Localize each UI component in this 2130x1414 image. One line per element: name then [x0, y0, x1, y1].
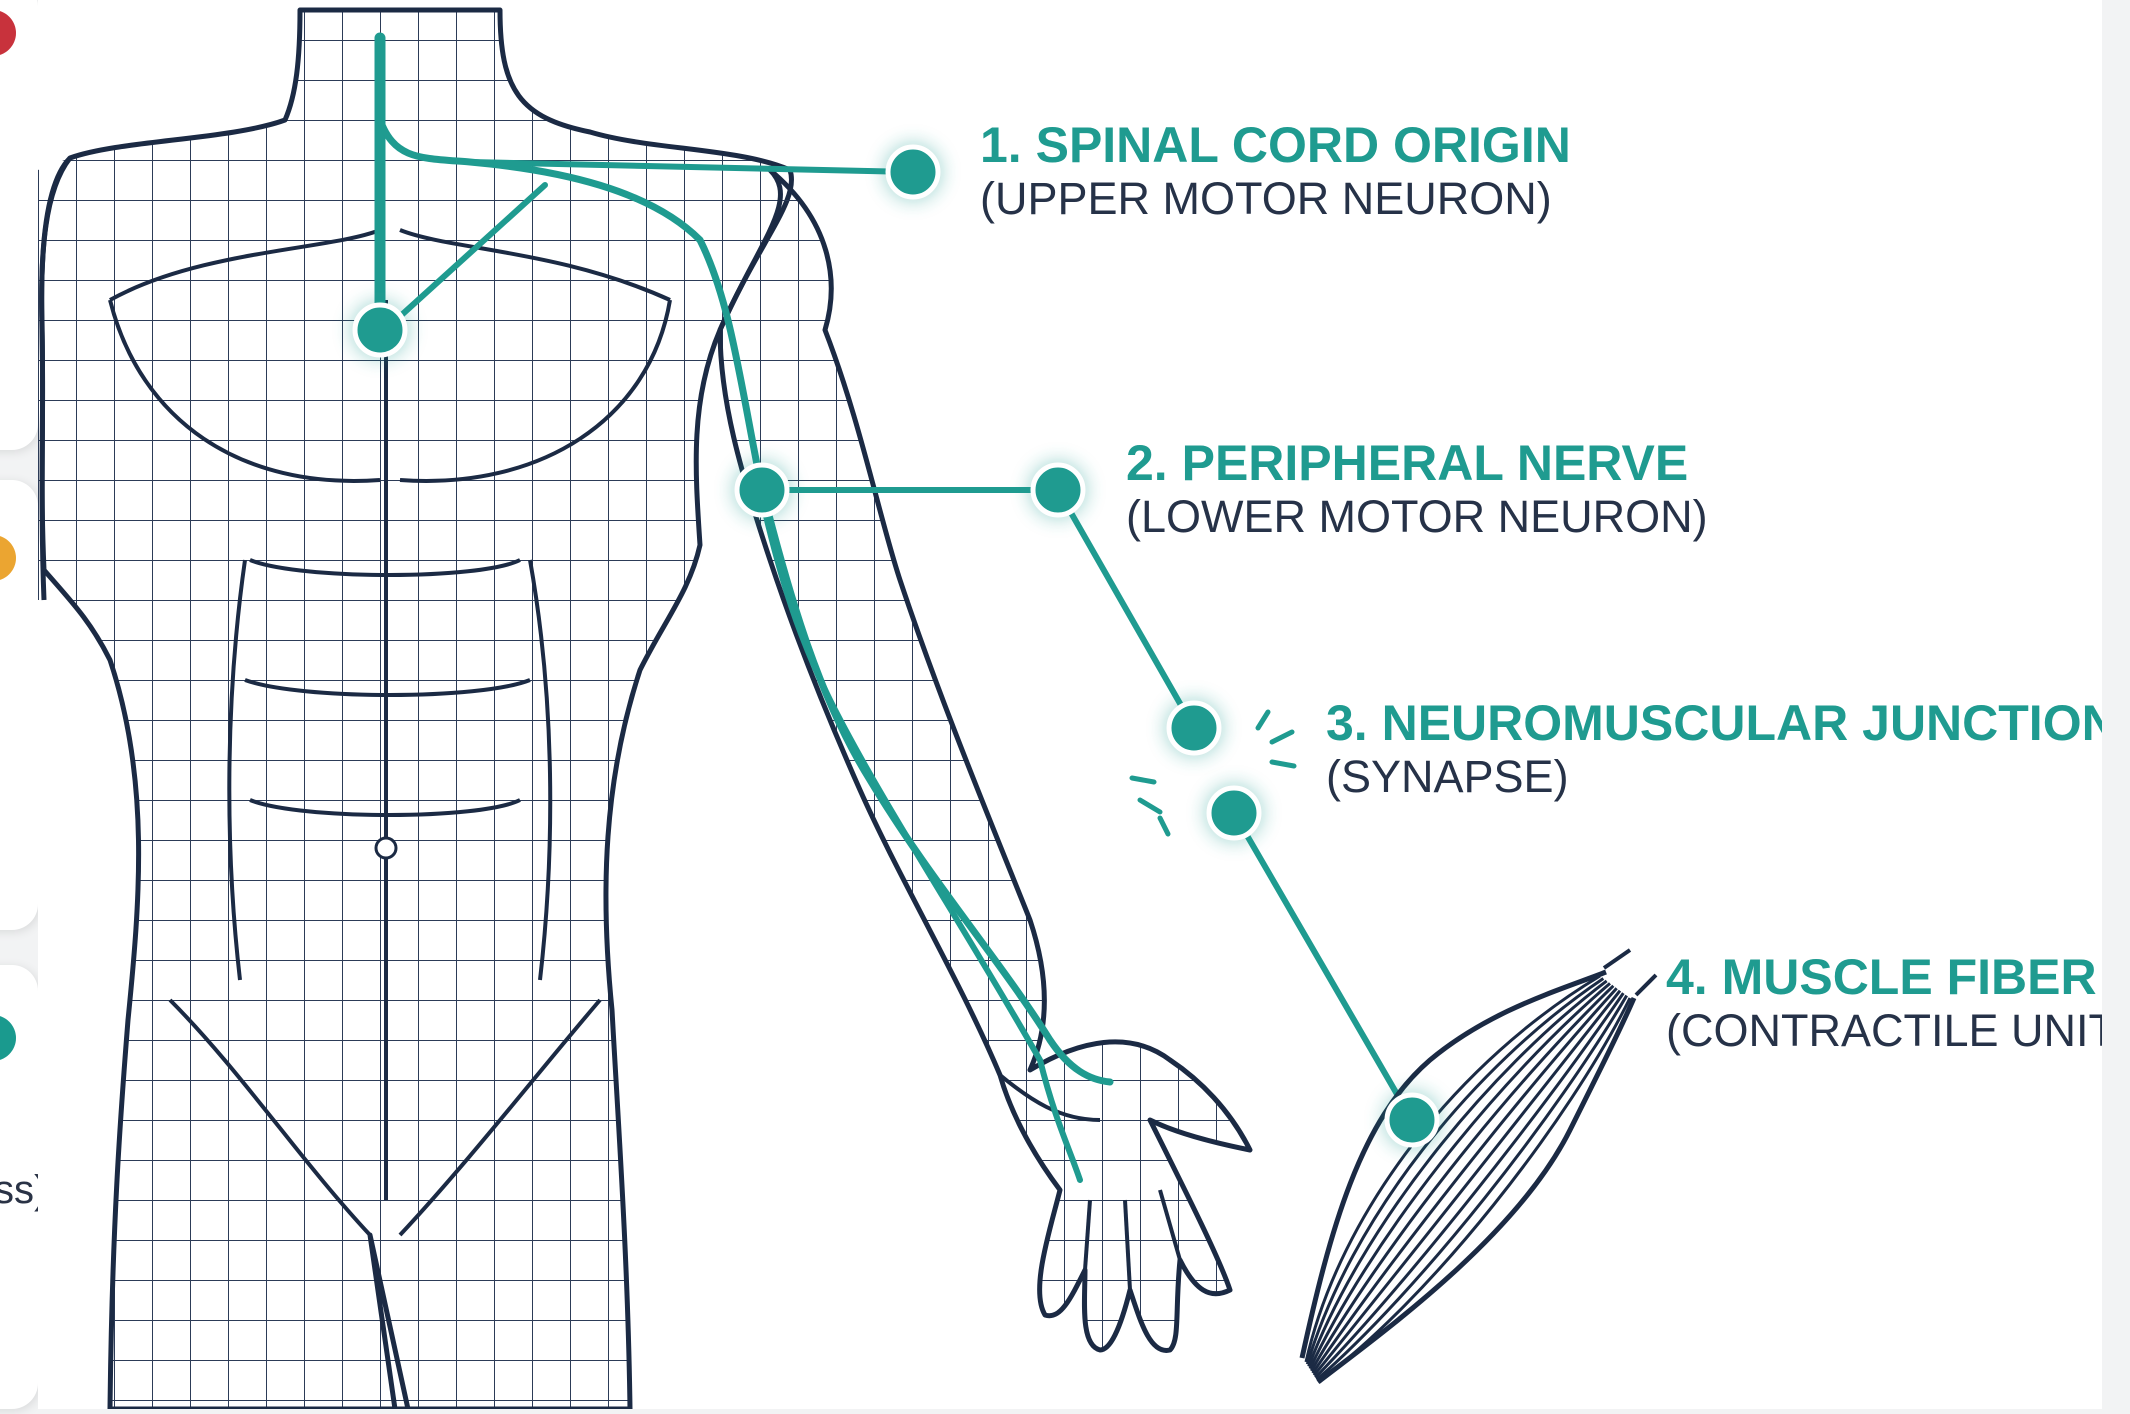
label-title: 2. PERIPHERAL NERVE [1126, 435, 1688, 491]
pathway-node [1164, 698, 1224, 758]
label-spinal-cord: 1. SPINAL CORD ORIGIN (UPPER MOTOR NEURO… [980, 117, 1571, 224]
pathway-node [1204, 783, 1264, 843]
spark-stroke [1272, 762, 1294, 766]
label-muscle-fiber: 4. MUSCLE FIBER (CONTRACTILE UNIT) [1666, 949, 2102, 1056]
spark-stroke [1160, 818, 1168, 834]
label-subtitle: (CONTRACTILE UNIT) [1666, 1005, 2102, 1056]
pathway-node [350, 300, 410, 360]
node-dot [355, 305, 405, 355]
node-dot [1169, 703, 1219, 753]
muscle-fiber-strand [1314, 991, 1620, 1376]
label-subtitle: (UPPER MOTOR NEURON) [980, 173, 1552, 224]
label-neuromuscular-junction: 3. NEUROMUSCULAR JUNCTION (SYNAPSE) [1326, 695, 2102, 802]
label-peripheral-nerve: 2. PERIPHERAL NERVE (LOWER MOTOR NEURON) [1126, 435, 1708, 542]
navel [376, 838, 396, 858]
pathway-node [1028, 460, 1088, 520]
spark-stroke [1258, 712, 1268, 728]
node-dot [1209, 788, 1259, 838]
label-title: 1. SPINAL CORD ORIGIN [980, 117, 1571, 173]
label-title: 3. NEUROMUSCULAR JUNCTION [1326, 695, 2102, 751]
spark-stroke [1132, 778, 1154, 782]
label-subtitle: (SYNAPSE) [1326, 751, 1569, 802]
motor-pathway-diagram: 1. SPINAL CORD ORIGIN (UPPER MOTOR NEURO… [38, 0, 2102, 1409]
node-dot [737, 465, 787, 515]
muscle-fiber-tendon [1636, 975, 1656, 995]
muscle-fiber-tendon [1604, 950, 1630, 968]
diagram-panel: 1. SPINAL CORD ORIGIN (UPPER MOTOR NEURO… [38, 0, 2102, 1409]
spark-stroke [1272, 732, 1292, 742]
pathway-node [1382, 1090, 1442, 1150]
connector-line [1234, 813, 1412, 1120]
node-dot [1033, 465, 1083, 515]
pathway-node [883, 142, 943, 202]
pathway-node [732, 460, 792, 520]
muscle-fiber [1302, 950, 1656, 1382]
node-dot [888, 147, 938, 197]
muscle-fiber-strand [1315, 993, 1623, 1377]
label-subtitle: (LOWER MOTOR NEURON) [1126, 491, 1708, 542]
label-title: 4. MUSCLE FIBER [1666, 949, 2097, 1005]
node-dot [1387, 1095, 1437, 1145]
side-card[interactable] [0, 0, 38, 450]
spark-stroke [1140, 800, 1160, 812]
muscle-fiber-strand [1313, 988, 1617, 1373]
